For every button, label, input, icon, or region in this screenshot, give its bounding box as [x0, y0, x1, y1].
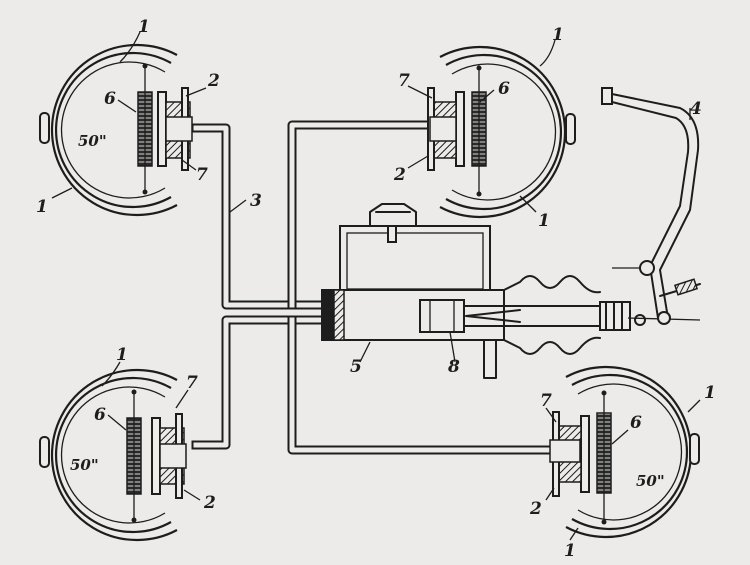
- label-shoe: 1: [36, 197, 48, 217]
- part-labels: 1 6 2 50" 7 1 3 1 7 6 2 1 4 5 8 1 6 7 50…: [36, 17, 716, 561]
- label-master-cylinder: 5: [350, 357, 362, 377]
- pedal-pivot: [639, 260, 655, 276]
- label-pipe: 3: [250, 191, 262, 211]
- wheel-bottom-left: [39, 368, 187, 542]
- label-shoe: 1: [538, 211, 550, 231]
- anchor-pin: [689, 433, 700, 465]
- label-wheel-cylinder: 7: [398, 71, 410, 91]
- label-lining: 6: [104, 89, 116, 109]
- label-wheel-note: 50": [78, 132, 107, 150]
- label-pedal: 4: [690, 99, 702, 119]
- anchor-pin: [39, 112, 50, 144]
- label-piston: 2: [203, 493, 216, 513]
- brake-pipes: [191, 120, 553, 455]
- label-piston: 2: [529, 499, 542, 519]
- wheel-top-left: [39, 43, 193, 217]
- label-piston: 2: [393, 165, 406, 185]
- label-shoe: 1: [552, 25, 564, 45]
- leader-lines: [51, 31, 701, 541]
- label-wheel-cylinder: 7: [186, 373, 198, 393]
- label-lining: 6: [498, 79, 510, 99]
- anchor-pin: [565, 113, 576, 145]
- label-piston: 2: [207, 71, 220, 91]
- master-piston: [419, 299, 465, 333]
- label-shoe: 1: [116, 345, 128, 365]
- pedal-pad: [601, 87, 613, 105]
- anchor-pin: [39, 436, 50, 468]
- label-wheel-note: 50": [636, 472, 665, 490]
- label-shoe: 1: [564, 541, 576, 561]
- label-master-piston: 8: [447, 357, 460, 377]
- wheel-top-right: [427, 45, 576, 219]
- brake-pedal: [601, 87, 701, 325]
- label-wheel-note: 50": [70, 456, 99, 474]
- master-cylinder: [321, 203, 701, 379]
- label-lining: 6: [630, 413, 642, 433]
- fluid-reservoir: [339, 225, 491, 293]
- label-shoe: 1: [704, 383, 716, 403]
- label-lining: 6: [94, 405, 106, 425]
- label-wheel-cylinder: 7: [540, 391, 552, 411]
- label-wheel-cylinder: 7: [196, 165, 208, 185]
- wheel-bottom-right: [549, 365, 700, 539]
- label-shoe: 1: [138, 17, 150, 37]
